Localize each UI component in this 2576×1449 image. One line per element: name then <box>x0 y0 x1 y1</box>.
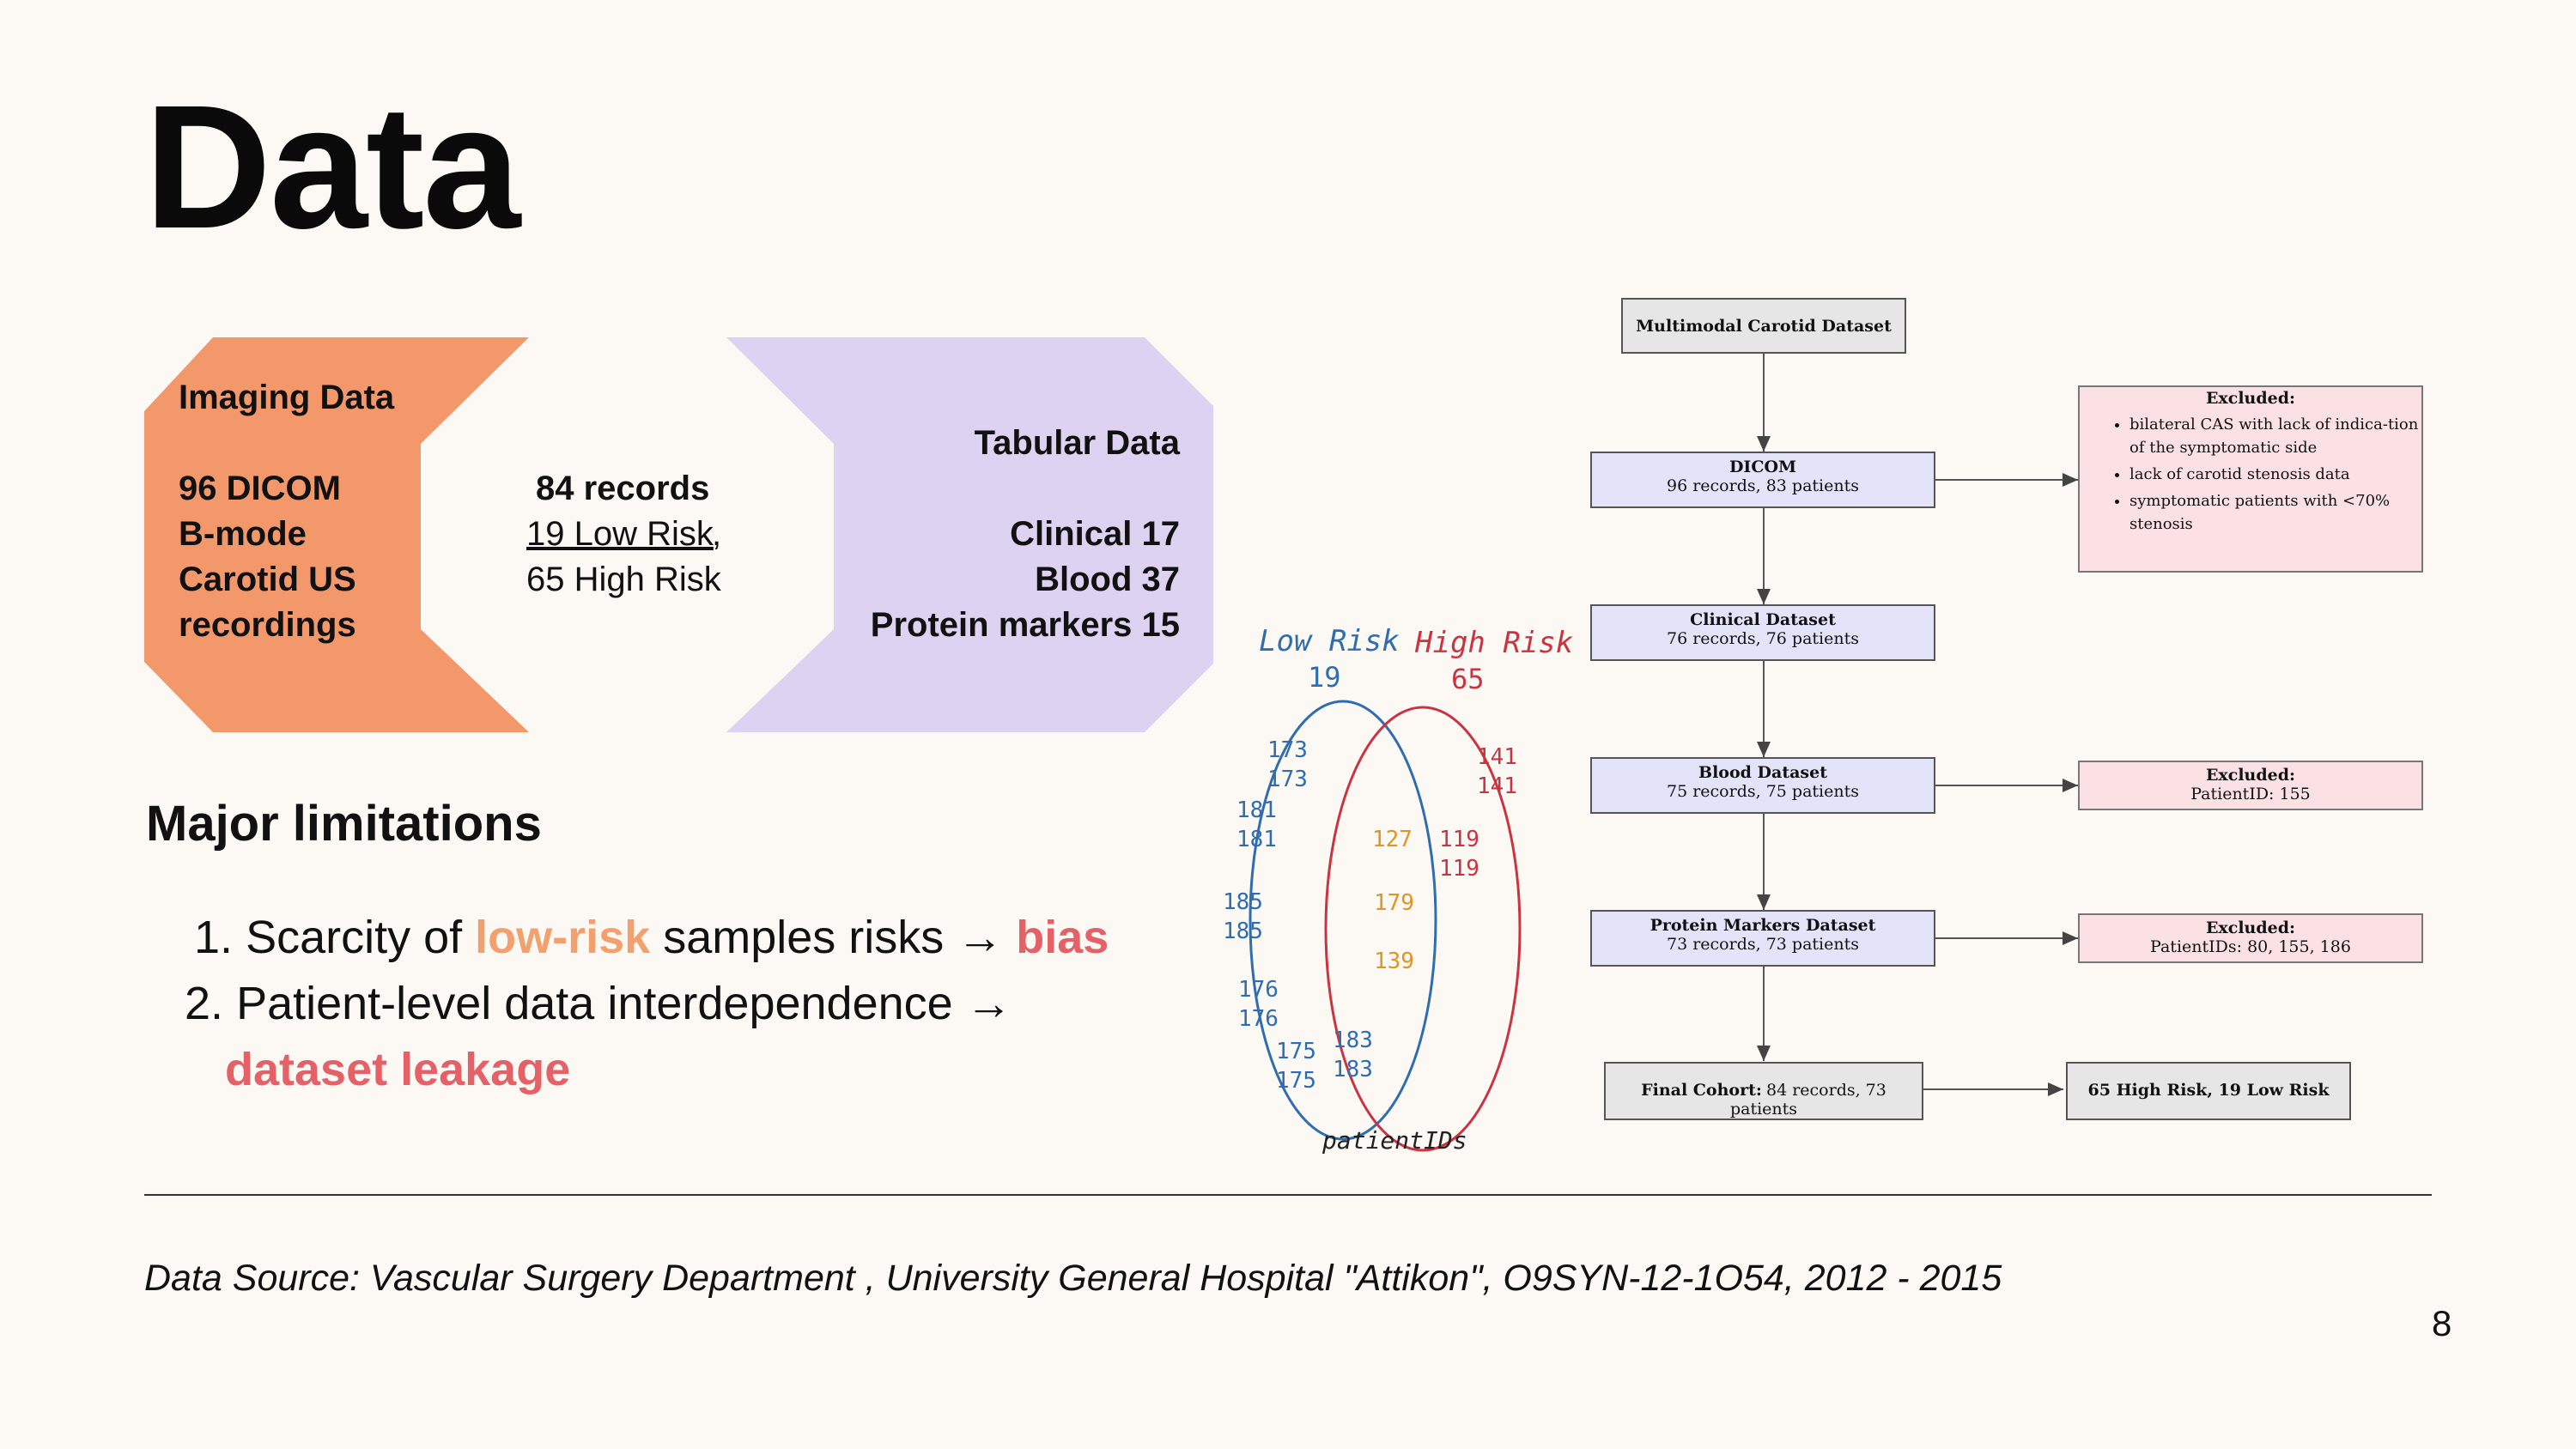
patient-id: 176 <box>1238 977 1279 1003</box>
tabular-line: Blood 37 <box>1035 561 1180 598</box>
limitations-heading: Major limitations <box>146 796 542 852</box>
imaging-shape <box>144 337 529 732</box>
flow-clinical-sub: 76 records, 76 patients <box>1667 629 1859 648</box>
patient-id: 176 <box>1238 1006 1279 1032</box>
flow-excluded-title: Excluded: <box>2205 919 2296 937</box>
imaging-line: Carotid US <box>179 561 356 598</box>
flow-protein: Protein Markers Dataset 73 records, 73 p… <box>1590 910 1935 967</box>
excluded-item: bilateral CAS with lack of indica-tion o… <box>2129 413 2421 459</box>
data-banner <box>144 337 1213 732</box>
flow-root-label: Multimodal Carotid Dataset <box>1636 317 1892 336</box>
list-number: 1. <box>194 912 234 963</box>
flow-dicom-sub: 96 records, 83 patients <box>1667 476 1859 495</box>
patient-id: 175 <box>1276 1039 1316 1064</box>
limitation-text: samples risks → <box>650 912 1017 963</box>
flow-root: Multimodal Carotid Dataset <box>1621 298 1906 354</box>
patient-id: 173 <box>1267 767 1308 792</box>
patient-id: 185 <box>1223 919 1263 944</box>
flow-protein-title: Protein Markers Dataset <box>1649 916 1876 935</box>
highlight-dataset-leakage: dataset leakage <box>225 1044 571 1095</box>
tabular-data-details: Clinical 17 Blood 37 Protein markers 15 <box>871 512 1180 648</box>
excluded-item: lack of carotid stenosis data <box>2129 463 2421 486</box>
patient-id: 119 <box>1439 827 1479 852</box>
page-title: Data <box>144 69 520 265</box>
patient-id: 183 <box>1333 1028 1373 1053</box>
records-high-risk: 65 High Risk <box>526 561 721 598</box>
flowchart-connectors <box>1757 354 2078 1096</box>
flow-blood-sub: 75 records, 75 patients <box>1667 782 1859 801</box>
low-risk-label: Low Risk <box>1259 624 1400 658</box>
high-risk-label: High Risk <box>1414 626 1573 660</box>
highlight-bias: bias <box>1016 912 1109 963</box>
imaging-data-details: 96 DICOM B-mode Carotid US recordings <box>179 466 356 648</box>
flow-outcome-label: 65 High Risk, 19 Low Risk <box>2087 1081 2330 1100</box>
patient-id: 179 <box>1374 890 1414 916</box>
footer-divider <box>144 1194 2432 1196</box>
records-low-risk: 19 Low Risk <box>526 515 714 553</box>
patient-id: 139 <box>1374 949 1414 974</box>
flow-final-sub: 84 records, 73 patients <box>1729 1081 1886 1119</box>
flow-clinical-title: Clinical Dataset <box>1690 610 1836 629</box>
flow-blood-title: Blood Dataset <box>1698 763 1827 782</box>
limitation-item-1: 1. Scarcity of low-risk samples risks → … <box>194 905 1109 971</box>
flow-excluded-title: Excluded: <box>2205 766 2296 785</box>
imaging-line: B-mode <box>179 515 307 553</box>
patient-id: 141 <box>1477 773 1517 799</box>
high-risk-ellipse <box>1324 706 1522 1152</box>
data-source-note: Data Source: Vascular Surgery Department… <box>144 1258 2002 1299</box>
low-risk-count: 19 <box>1308 661 1341 694</box>
patient-id: 181 <box>1236 797 1277 823</box>
patient-id: 127 <box>1372 827 1413 852</box>
imaging-line: recordings <box>179 606 356 644</box>
high-risk-count: 65 <box>1451 663 1485 695</box>
patient-id: 185 <box>1223 889 1263 915</box>
excluded-list: bilateral CAS with lack of indica-tion o… <box>2080 413 2421 536</box>
flow-final-cohort: Final Cohort: 84 records, 73 patients <box>1604 1062 1923 1120</box>
flow-blood: Blood Dataset 75 records, 75 patients <box>1590 757 1935 814</box>
imaging-data-title: Imaging Data <box>179 379 395 416</box>
tabular-line: Protein markers 15 <box>870 606 1180 644</box>
flow-excluded-sub: PatientIDs: 80, 155, 186 <box>2150 937 2351 956</box>
flow-excluded-1: Excluded: bilateral CAS with lack of ind… <box>2078 385 2423 573</box>
patient-id: 141 <box>1477 744 1517 770</box>
tabular-data-title: Tabular Data <box>974 424 1180 462</box>
limitation-text: Patient-level data interdependence → <box>236 978 1012 1029</box>
imaging-line: 96 DICOM <box>179 470 341 507</box>
flow-excluded-title: Excluded: <box>2205 389 2296 408</box>
flow-dicom-title: DICOM <box>1728 458 1797 476</box>
flow-outcome: 65 High Risk, 19 Low Risk <box>2066 1062 2351 1120</box>
patient-id: 119 <box>1439 856 1479 882</box>
records-total: 84 records <box>536 470 710 507</box>
patient-id: 175 <box>1276 1068 1316 1094</box>
flow-excluded-3: Excluded: PatientIDs: 80, 155, 186 <box>2078 913 2423 963</box>
tabular-line: Clinical 17 <box>1010 515 1180 553</box>
excluded-item: symptomatic patients with <70% stenosis <box>2129 489 2421 536</box>
flow-protein-sub: 73 records, 73 patients <box>1667 935 1859 954</box>
patient-venn-diagram: Low Risk 19 High Risk 65 173 173 181 181… <box>1223 624 1573 1155</box>
flow-clinical: Clinical Dataset 76 records, 76 patients <box>1590 604 1935 661</box>
patient-id: 181 <box>1236 827 1277 852</box>
tabular-shape <box>726 337 1213 732</box>
limitation-text: Scarcity of <box>246 912 476 963</box>
patient-id: 183 <box>1333 1057 1373 1082</box>
records-comma: , <box>712 515 722 553</box>
low-risk-ellipse <box>1249 700 1437 1141</box>
list-number: 2. <box>185 978 224 1029</box>
venn-footer-label: patientIDs <box>1321 1126 1467 1155</box>
flow-excluded-2: Excluded: PatientID: 155 <box>2078 761 2423 810</box>
flow-excluded-sub: PatientID: 155 <box>2190 785 2311 803</box>
highlight-low-risk: low-risk <box>475 912 651 963</box>
limitation-item-2: 2. Patient-level data interdependence → <box>185 971 1012 1037</box>
page-number: 8 <box>2432 1303 2452 1343</box>
flow-final-title: Final Cohort: <box>1641 1081 1762 1100</box>
flow-dicom: DICOM 96 records, 83 patients <box>1590 452 1935 508</box>
patient-id: 173 <box>1267 737 1308 763</box>
